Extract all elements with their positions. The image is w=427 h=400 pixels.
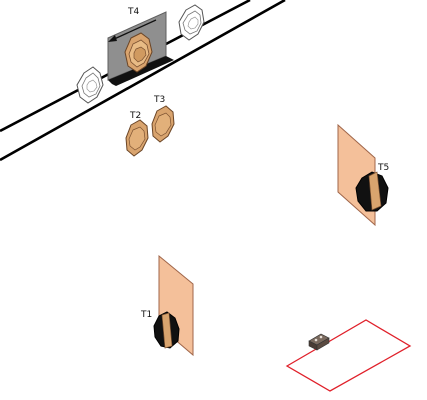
label-t4: T4: [127, 7, 139, 17]
carrier-base: [108, 56, 174, 86]
track-rail-lower: [0, 0, 286, 162]
octagon-target-inner-icon: [154, 112, 172, 137]
target-stripe: [368, 171, 382, 211]
label-t5: T5: [377, 163, 389, 173]
target-t4-carrier: T4: [107, 7, 174, 86]
target-t1: T1: [140, 254, 194, 357]
label-t3: T3: [153, 95, 165, 105]
idle-target-right: [178, 4, 205, 41]
target-t3: T3: [151, 95, 175, 143]
target-t5: T5: [337, 123, 389, 227]
arrow-left-icon: [108, 19, 157, 42]
octagon-target-inner-icon: [182, 10, 202, 35]
label-t2: T2: [129, 111, 141, 121]
octagon-target-core-icon: [86, 79, 98, 93]
idle-target-left: [76, 66, 104, 104]
octagon-target-core-icon: [133, 46, 147, 63]
target-t2: T2: [125, 111, 149, 157]
octagon-target-core-icon: [187, 16, 199, 30]
target-stripe: [161, 312, 173, 349]
zone-outline: [285, 319, 412, 392]
label-t1: T1: [140, 310, 152, 320]
octagon-target-icon: [76, 66, 104, 104]
octagon-target-inner-icon: [128, 126, 146, 151]
octagon-target-inner-icon: [81, 72, 101, 98]
octagon-target-icon: [178, 4, 205, 41]
sensor-box-icon: [308, 333, 330, 351]
shooting-zone: [285, 319, 412, 392]
